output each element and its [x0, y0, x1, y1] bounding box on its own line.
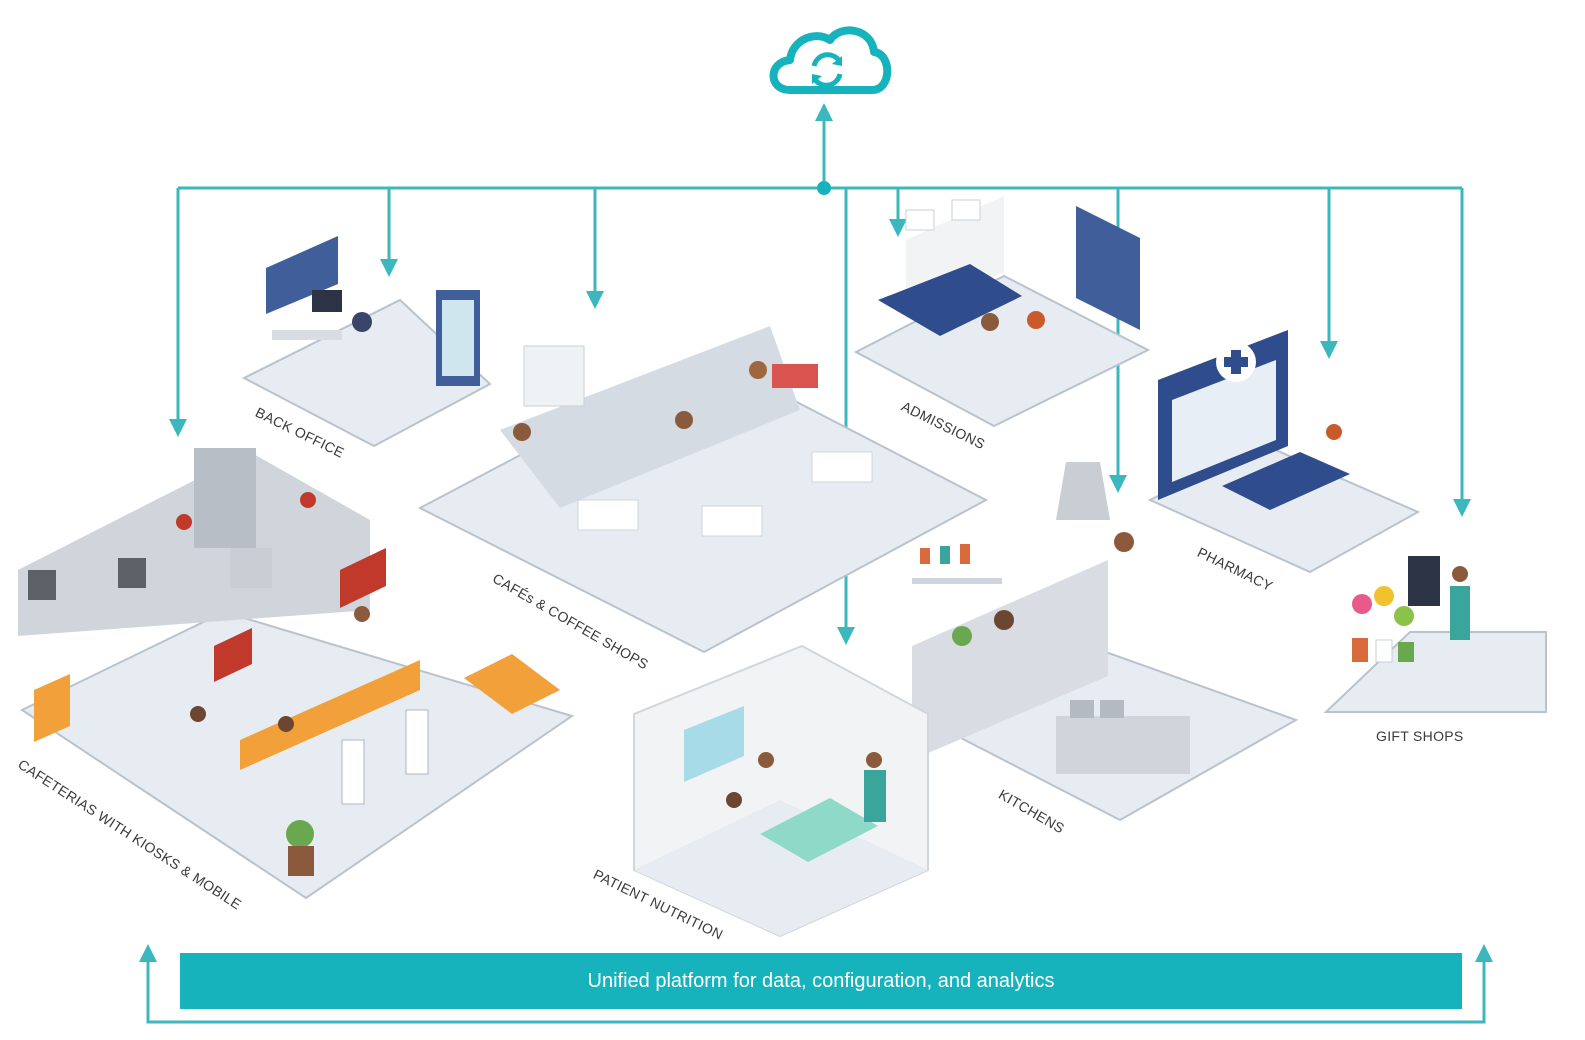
cloud-sync-icon: [769, 26, 892, 94]
pharmacy-scene: [1147, 330, 1421, 574]
back-office-scene: [241, 236, 492, 448]
connector-lines: [139, 103, 1493, 1024]
hub-node: [817, 181, 831, 195]
gift-shop-scene: [1323, 556, 1547, 713]
kitchen-scene: [912, 462, 1299, 822]
cafe-scene: [417, 326, 989, 654]
unified-platform-banner: Unified platform for data, configuration…: [180, 953, 1462, 1009]
patient-nutrition-scene: [633, 644, 929, 938]
admissions-scene: [853, 196, 1151, 428]
area-label-gift-shops: GIFT SHOPS: [1376, 728, 1464, 744]
cafeteria-scene: [18, 448, 575, 900]
banner-text: Unified platform for data, configuration…: [587, 969, 1055, 992]
